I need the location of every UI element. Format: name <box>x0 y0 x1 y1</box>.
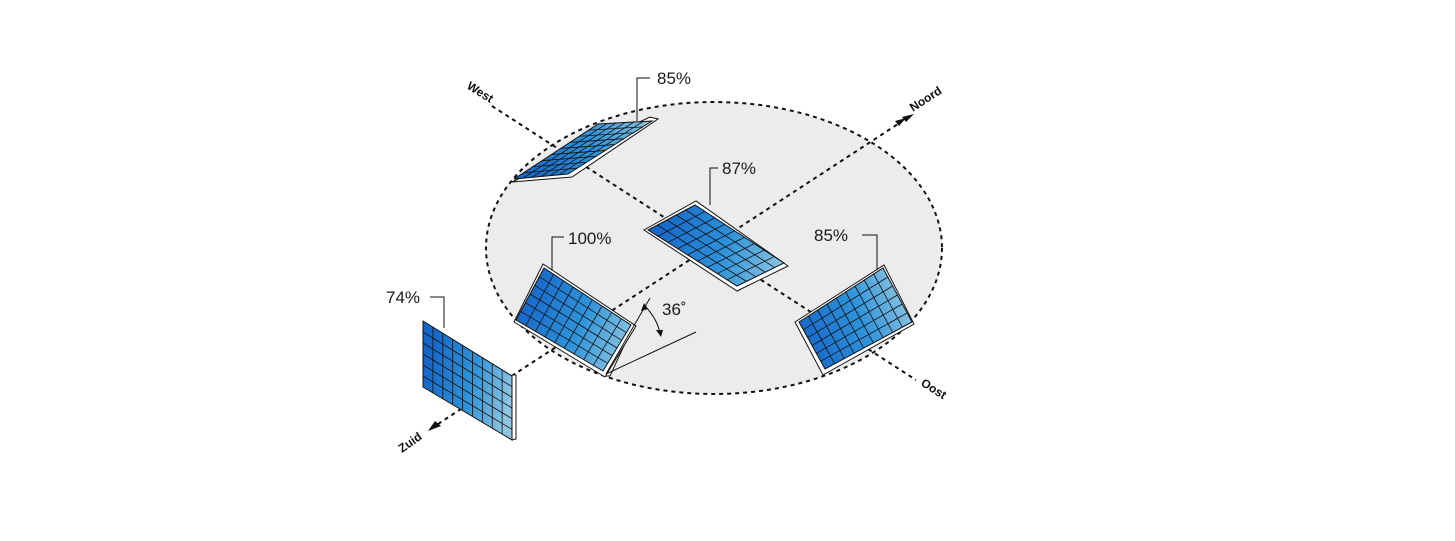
panel-cell-line <box>422 342 513 398</box>
panel-cell-line <box>554 293 584 343</box>
panel-cell-line <box>525 274 555 326</box>
panel-cell-line <box>717 249 765 274</box>
south-arrow-icon <box>428 421 441 431</box>
panel-cell-line <box>422 364 513 420</box>
panel-cell-line <box>573 305 603 355</box>
panel-cell-line <box>422 375 513 430</box>
panel-cell-line <box>657 224 747 282</box>
panel-flat-efficiency: 87% <box>722 159 756 178</box>
panel-cell-line <box>544 286 574 338</box>
panel-cell-line <box>697 236 745 262</box>
panel-cell-line <box>534 284 622 341</box>
panel-cell-line <box>540 122 626 177</box>
panel-cell-line <box>539 276 627 334</box>
label-leaders <box>430 77 878 328</box>
panel-cell-line <box>677 223 725 250</box>
panel-cell-line <box>845 291 874 344</box>
panel-cell-line <box>531 122 617 178</box>
panel-flat <box>643 200 789 292</box>
panel-cell-line <box>525 302 613 357</box>
panel-cell-line <box>520 310 608 364</box>
panel-cell-line <box>826 303 855 354</box>
panel-cell-line <box>551 150 606 155</box>
panel-cell-line <box>873 273 903 328</box>
panel-cell-line <box>532 161 587 168</box>
panel-east <box>794 264 915 376</box>
direction-label-north: Noord <box>907 84 944 115</box>
panel-cell-line <box>675 214 766 273</box>
panel-vertical-efficiency: 74% <box>386 288 420 307</box>
panel-cell-line <box>422 331 513 388</box>
panel-cell-line <box>592 318 622 366</box>
panel-cell-line <box>863 279 894 333</box>
panel-cell-line <box>666 219 757 278</box>
panel-south-efficiency: 100% <box>568 229 611 248</box>
panel-cell-line <box>835 297 865 349</box>
direction-label-east: Oost <box>918 376 949 402</box>
panel-west-efficiency: 85% <box>657 69 691 88</box>
panel-cell-line <box>657 211 706 237</box>
panel-cell-line <box>558 121 644 176</box>
tilt-angle-indicator <box>605 297 697 375</box>
direction-label-west: West <box>464 79 496 106</box>
panel-cell-line <box>529 293 618 349</box>
panel-cell-line <box>422 353 513 409</box>
panel-cell-line <box>807 315 836 364</box>
panel-cell-line <box>588 126 643 131</box>
panel-cell-line <box>685 209 775 268</box>
panel-cell-line <box>707 243 755 268</box>
panel-cell-line <box>583 312 613 360</box>
panel-south-optimal <box>513 263 637 378</box>
panel-west <box>511 116 660 183</box>
panel-cell-line <box>816 303 903 354</box>
north-south-axis <box>437 123 899 425</box>
north-arrow-icon <box>895 114 914 126</box>
panel-cell-line <box>667 217 715 243</box>
panel-cell-line <box>549 121 635 177</box>
panel-cell-line <box>687 230 735 256</box>
panel-cell-line <box>534 280 564 332</box>
panel-cell-line <box>563 299 593 349</box>
tilt-angle-label: 36˚ <box>662 300 687 319</box>
direction-label-south: Zuid <box>396 429 425 455</box>
panel-cell-line <box>854 285 884 338</box>
panel-cell-line <box>579 132 634 137</box>
panel-cell-line <box>560 144 615 149</box>
panel-cell-line <box>523 167 578 174</box>
panel-cell-line <box>817 309 845 359</box>
panel-cell-line <box>726 256 775 281</box>
panel-east-efficiency: 85% <box>814 226 848 245</box>
panel-cell-line <box>569 138 625 143</box>
compass-axes <box>437 105 917 425</box>
panel-vertical-edge <box>511 374 517 441</box>
panel-cell-line <box>807 285 893 339</box>
panel-cell-line <box>811 294 898 346</box>
panel-cell-line <box>522 123 608 179</box>
panel-cell-line <box>541 155 597 162</box>
panel-vertical <box>422 320 517 441</box>
panel-cell-line <box>820 312 908 362</box>
panel-cell-line <box>803 276 889 331</box>
